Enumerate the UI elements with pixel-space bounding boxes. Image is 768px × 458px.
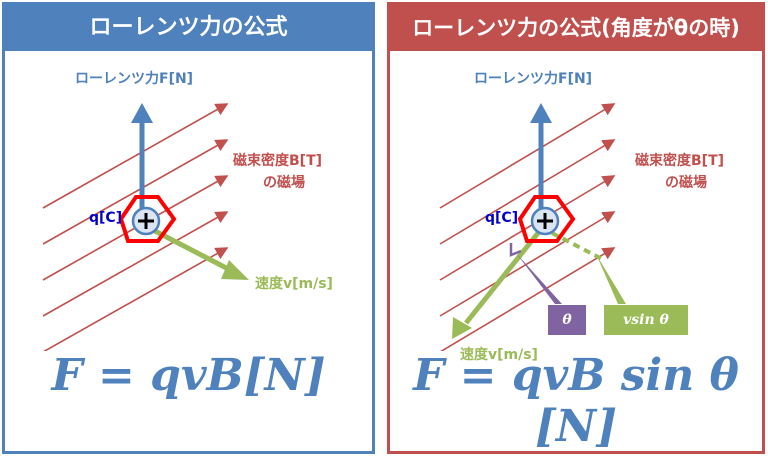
panel-lorentz-formula: ローレンツ力の公式 ローレンツ力F[N] 磁束密度B[T] の磁場 q[C] 速…: [2, 2, 375, 454]
plus-icon: [537, 213, 553, 229]
field-label-2: の磁場: [263, 175, 305, 191]
velocity-arrow: [153, 228, 236, 275]
angle-mark: [509, 243, 522, 257]
velocity-label: 速度v[m/s]: [460, 347, 538, 363]
field-label: 磁束密度B[T]: [635, 153, 725, 169]
field-line: [439, 103, 616, 209]
field-line: [42, 139, 229, 245]
velocity-arrow: [464, 231, 540, 325]
field-line: [439, 175, 616, 281]
field-line: [439, 139, 616, 245]
field-line: [42, 211, 229, 317]
rotation-hexagon: [118, 195, 177, 243]
force-label: ローレンツ力F[N]: [474, 71, 593, 87]
velocity-arrowhead: [221, 260, 249, 280]
plus-icon: [138, 213, 154, 229]
field-label: 磁束密度B[T]: [233, 153, 323, 169]
force-arrowhead: [131, 103, 153, 123]
panel-lorentz-formula-theta: ローレンツ力の公式(角度がθの時) ローレンツ力: [387, 2, 765, 454]
theta-box: θ: [548, 305, 586, 335]
theta-pointer: [516, 253, 562, 304]
force-label: ローレンツ力F[N]: [75, 71, 194, 87]
lorentz-diagram: [42, 103, 249, 351]
field-line: [439, 211, 616, 317]
charge-label: q[C]: [485, 210, 519, 226]
vsin-pointer: [596, 254, 626, 304]
formula: F = qvB[N]: [51, 350, 326, 401]
panel-title: ローレンツ力の公式(角度がθの時): [390, 5, 762, 51]
rotation-hexagon: [517, 195, 576, 243]
charge-label: q[C]: [89, 210, 123, 226]
velocity-arrowhead: [452, 317, 472, 339]
force-arrowhead: [530, 103, 552, 123]
field-line: [42, 103, 229, 209]
field-label-2: の磁場: [665, 175, 707, 191]
formula: F = qvB sin θ [N]: [413, 350, 739, 452]
magnetic-field-lines: [439, 103, 616, 351]
vsin-theta-box: vsin θ: [604, 305, 688, 335]
field-line: [440, 247, 616, 351]
vsin-dashed-line: [551, 231, 605, 262]
velocity-label: 速度v[m/s]: [255, 276, 333, 292]
field-line: [43, 247, 229, 351]
panel-title: ローレンツ力の公式: [5, 5, 372, 51]
lorentz-theta-diagram: [439, 103, 626, 351]
